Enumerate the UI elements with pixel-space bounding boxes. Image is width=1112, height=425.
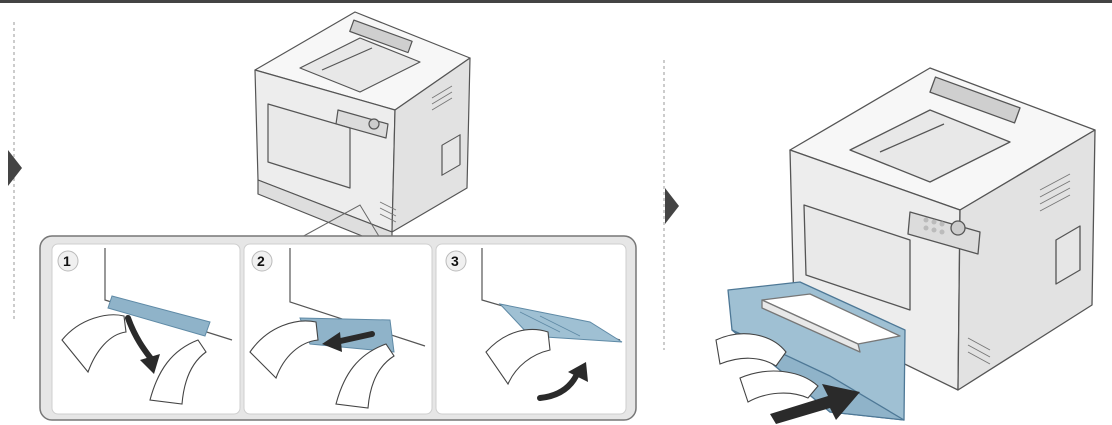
- hand-right: [149, 339, 207, 405]
- printer-small: [254, 11, 471, 249]
- step-3-number: 3: [451, 253, 459, 269]
- hand-left: [61, 314, 127, 374]
- zoom-connector: [299, 204, 381, 239]
- hand-left: [249, 320, 319, 379]
- printer-large: [789, 67, 1096, 391]
- step-1-panel: 1: [51, 243, 241, 415]
- paper-tray: [727, 281, 906, 421]
- hand-upper: [715, 333, 787, 367]
- top-rule: [0, 0, 1112, 3]
- hand-lower: [739, 370, 819, 403]
- arrow-pull-out: [333, 331, 375, 345]
- step-1-number: 1: [63, 253, 71, 269]
- hand: [485, 329, 551, 386]
- step-2-number: 2: [257, 253, 265, 269]
- step-2-panel: 2: [243, 243, 433, 415]
- pointer-triangle-middle: [665, 188, 679, 224]
- pointer-triangle-left: [8, 150, 22, 186]
- arrow-push-in: [770, 384, 860, 424]
- step-3-panel: 3: [435, 243, 627, 415]
- hand-right: [335, 343, 395, 409]
